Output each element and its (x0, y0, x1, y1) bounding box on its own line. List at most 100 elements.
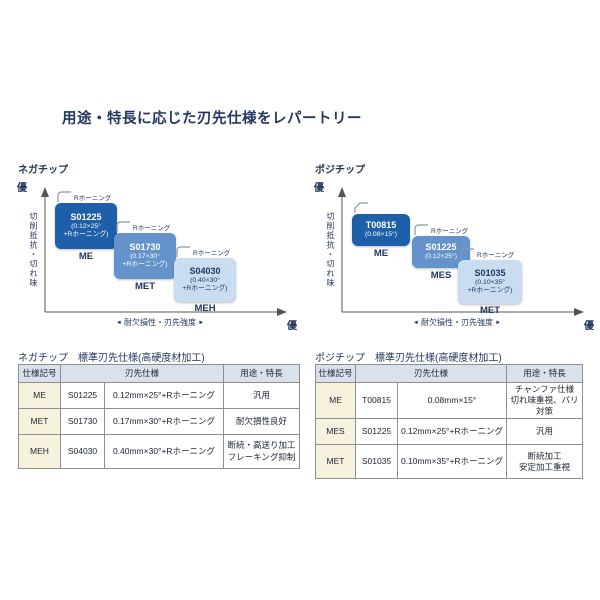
chip-grade-label: ME (78, 251, 94, 262)
chip-code: S04030 (189, 266, 221, 277)
chip-spec: (0.40×30° +Rホーニング) (182, 276, 228, 293)
spec-cell: 0.10mm×35°+Rホーニング (396, 444, 508, 480)
nega-chip-chart: 優 切削抵抗・切れ味 ◄ 耐欠損性・刃先強度 ► 優 Rホーニング S01225… (15, 176, 307, 344)
spec-cell: 0.12mm×25°+Rホーニング (396, 418, 508, 446)
spec-cell: 0.08mm×15° (396, 381, 508, 420)
posi-chip-chart: 優 切削抵抗・切れ味 ◄ 耐欠損性・刃先強度 ► 優 T00815 (0.08×… (312, 176, 600, 344)
edge-profile-icon (460, 248, 474, 259)
x-axis-label: ◄ 耐欠損性・刃先強度 ► (115, 318, 205, 327)
x-axis-right-arrow-icon: ► (495, 320, 502, 326)
chip-spec: (0.10×35° +Rホーニング) (467, 278, 513, 295)
use-cell: 耐欠損性良好 (223, 408, 301, 435)
hone-callout: Rホーニング (57, 189, 111, 202)
hone-callout: Rホーニング (414, 222, 468, 235)
table-row: MEH S04030 0.40mm×30°+Rホーニング 断続・高送り加工 フレ… (18, 434, 301, 469)
x-axis-left-arrow-icon: ◄ (115, 320, 122, 326)
chip-box-S01225: S01225 (0.12×25° +Rホーニング) (55, 203, 117, 249)
edge-profile-icon (116, 221, 130, 232)
code-cell: S01225 (60, 382, 105, 409)
y-axis-arrow-icon (338, 187, 346, 197)
spec-cell: 0.40mm×30°+Rホーニング (103, 434, 225, 469)
chip-spec: (0.08×15°) (364, 231, 397, 239)
nega-spec-table: 仕様記号 刃先仕様 用途・特長 ME S01225 0.12mm×25°+Rホー… (18, 364, 301, 469)
table-header-row: 仕様記号 刃先仕様 用途・特長 (315, 364, 584, 383)
grade-cell: MET (18, 408, 61, 435)
y-axis-arrow-icon (41, 187, 49, 197)
x-axis-arrow-icon (277, 308, 287, 316)
table-row: ME T00815 0.08mm×15° チャンファ仕様 切れ味重視、バリ対策 (315, 381, 584, 420)
chip-code: S01225 (70, 212, 102, 223)
y-axis-best-label: 優 (17, 183, 27, 194)
code-cell: S04030 (60, 434, 105, 469)
col-header-use: 用途・特長 (506, 364, 584, 383)
hone-callout (354, 200, 371, 213)
col-header-grade: 仕様記号 (18, 364, 61, 383)
hone-label: Rホーニング (133, 224, 171, 232)
chart-axes (41, 187, 287, 316)
chip-box-S04030: S04030 (0.40×30° +Rホーニング) (174, 258, 236, 302)
code-cell: T00815 (355, 381, 398, 420)
chart-axes (338, 187, 584, 316)
posi-table-title: ポジチップ 標準刃先仕様(高硬度材加工) (315, 353, 502, 364)
x-axis-right-arrow-icon: ► (198, 320, 205, 326)
chip-spec: (0.12×25°) (424, 253, 457, 261)
table-row: MES S01225 0.12mm×25°+Rホーニング 汎用 (315, 418, 584, 446)
col-header-spec: 刃先仕様 (354, 364, 508, 383)
grade-cell: MES (315, 418, 356, 446)
table-row: MET S01730 0.17mm×30°+Rホーニング 耐欠損性良好 (18, 408, 301, 435)
edge-profile-icon (414, 224, 428, 235)
col-header-spec: 刃先仕様 (59, 364, 225, 383)
x-axis-left-arrow-icon: ◄ (412, 320, 419, 326)
chip-code: S01035 (474, 268, 506, 279)
chip-box-S01035: S01035 (0.10×35° +Rホーニング) (458, 260, 522, 304)
code-cell: S01730 (60, 408, 105, 435)
col-header-use: 用途・特長 (223, 364, 301, 383)
posi-spec-table: 仕様記号 刃先仕様 用途・特長 ME T00815 0.08mm×15° チャン… (315, 364, 584, 480)
x-axis-best-label: 優 (287, 321, 297, 332)
grade-cell: ME (18, 382, 61, 409)
col-header-grade: 仕様記号 (315, 364, 356, 383)
x-axis-best-label: 優 (584, 321, 594, 332)
hone-label: Rホーニング (477, 251, 515, 259)
chip-grade-label: MES (430, 270, 452, 281)
x-axis-arrow-icon (574, 308, 584, 316)
spec-cell: 0.12mm×25°+Rホーニング (103, 382, 225, 409)
chip-spec: (0.17×30° +Rホーニング) (122, 252, 168, 269)
grade-cell: MET (315, 444, 356, 480)
y-axis-best-label: 優 (314, 183, 324, 194)
table-row: MET S01035 0.10mm×35°+Rホーニング 断続加工 安定加工重視 (315, 444, 584, 480)
section-label-nega: ネガチップ (18, 165, 68, 176)
hone-label: Rホーニング (74, 194, 112, 202)
hone-callout: Rホーニング (176, 244, 230, 257)
use-cell: 断続・高送り加工 フレーキング抑制 (223, 434, 301, 469)
hone-callout: Rホーニング (116, 219, 170, 232)
hone-label: Rホーニング (431, 227, 469, 235)
hone-callout: Rホーニング (460, 246, 514, 259)
spec-cell: 0.17mm×30°+Rホーニング (103, 408, 225, 435)
edge-profile-icon (57, 191, 71, 202)
section-label-posi: ポジチップ (315, 165, 365, 176)
y-axis-label: 切削抵抗・切れ味 (326, 212, 335, 288)
use-cell: 断続加工 安定加工重視 (506, 444, 584, 480)
chip-grade-label: MET (479, 305, 501, 316)
chip-box-T00815: T00815 (0.08×15°) (352, 214, 410, 246)
use-cell: 汎用 (223, 382, 301, 409)
chip-grade-label: MEH (194, 303, 216, 314)
nega-table-title: ネガチップ 標準刃先仕様(高硬度材加工) (18, 353, 205, 364)
grade-cell: ME (315, 381, 356, 420)
chip-code: S01730 (129, 242, 161, 253)
use-cell: チャンファ仕様 切れ味重視、バリ対策 (506, 381, 584, 420)
hone-label: Rホーニング (193, 249, 231, 257)
chip-grade-label: MET (134, 281, 156, 292)
chip-box-S01730: S01730 (0.17×30° +Rホーニング) (114, 233, 176, 279)
x-axis-label: ◄ 耐欠損性・刃先強度 ► (412, 318, 502, 327)
table-row: ME S01225 0.12mm×25°+Rホーニング 汎用 (18, 382, 301, 409)
code-cell: S01225 (355, 418, 398, 446)
page-title: 用途・特長に応じた刃先仕様をレパートリー (62, 111, 362, 127)
edge-profile-icon (354, 202, 368, 213)
y-axis-label: 切削抵抗・切れ味 (29, 212, 38, 288)
edge-profile-icon (176, 246, 190, 257)
chip-grade-label: ME (373, 248, 389, 259)
chip-spec: (0.12×25° +Rホーニング) (63, 222, 109, 239)
